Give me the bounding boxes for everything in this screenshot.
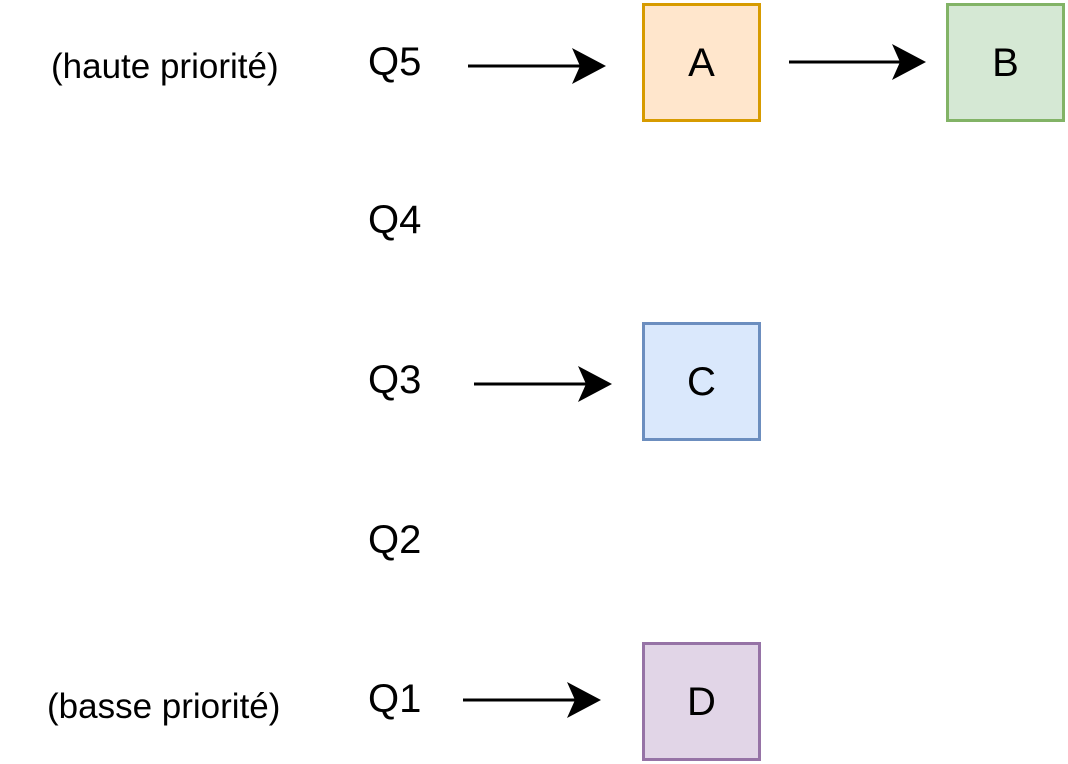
queue-label-q2: Q2: [368, 518, 422, 562]
arrow-q5-to-a: [468, 48, 606, 84]
process-label-c: C: [687, 359, 716, 404]
queue-label-q1: Q1: [368, 677, 422, 721]
process-box-a: A: [642, 3, 761, 122]
queue-label-q3: Q3: [368, 358, 422, 402]
process-label-a: A: [688, 40, 715, 85]
arrow-a-to-b: [789, 44, 926, 80]
arrow-q3-to-c: [474, 366, 612, 402]
process-box-c: C: [642, 322, 761, 441]
queue-label-q4: Q4: [368, 198, 422, 242]
process-label-d: D: [687, 679, 716, 724]
process-box-d: D: [642, 642, 761, 761]
process-box-b: B: [946, 3, 1065, 122]
arrow-q1-to-d: [463, 682, 601, 718]
high-priority-note: (haute priorité): [51, 47, 279, 86]
process-label-b: B: [992, 40, 1019, 85]
low-priority-note: (basse priorité): [47, 687, 281, 726]
queue-label-q5: Q5: [368, 40, 422, 84]
